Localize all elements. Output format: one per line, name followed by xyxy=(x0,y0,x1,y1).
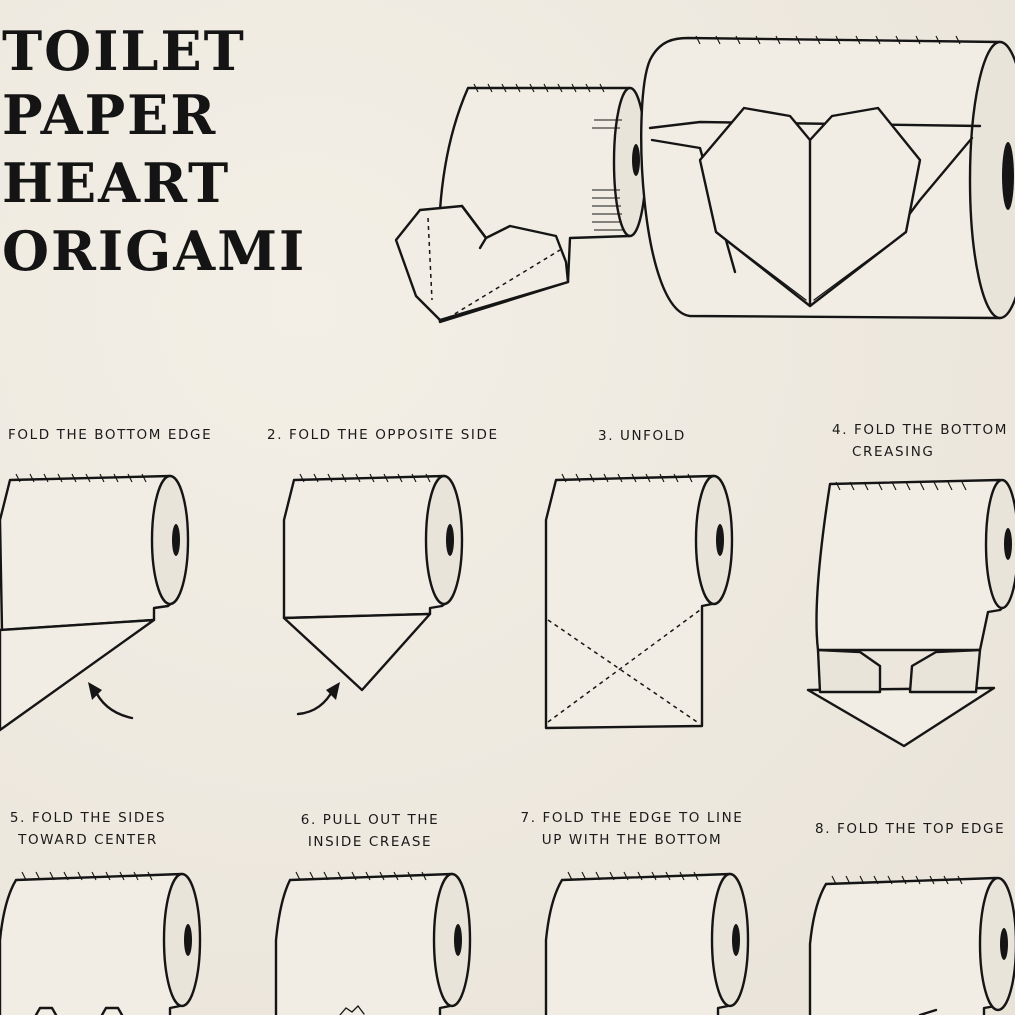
step-3-label: 3. UNFOLD xyxy=(598,425,686,447)
step-5-label-line-2: TOWARD CENTER xyxy=(18,832,158,848)
title-line-4: ORIGAMI xyxy=(2,219,307,283)
step-4-label-line-2: CREASING xyxy=(852,444,935,460)
step-7-label-line-1: 7. FOLD THE EDGE TO LINE xyxy=(520,810,744,826)
step-7-illustration xyxy=(544,871,750,1015)
step-1-label-line-1: FOLD THE BOTTOM EDGE xyxy=(8,427,213,443)
step-5-label-line-1: 5. FOLD THE SIDES xyxy=(9,810,167,826)
step-2-label: 2. FOLD THE OPPOSITE SIDE xyxy=(267,424,499,446)
step-6-illustration xyxy=(274,871,472,1015)
hero-large-roll-illustration xyxy=(640,35,1015,320)
step-8-illustration xyxy=(808,875,1015,1015)
step-4-label: 4. FOLD THE BOTTOM CREASING xyxy=(832,419,1008,463)
title-line-3: HEART xyxy=(2,151,231,215)
step-5-label: 5. FOLD THE SIDES TOWARD CENTER xyxy=(4,807,172,851)
step-4-illustration xyxy=(806,478,1015,748)
title-line-1: TOILET xyxy=(2,19,246,83)
step-8-label-line-1: 8. FOLD THE TOP EDGE xyxy=(815,821,1006,837)
step-3-illustration xyxy=(544,473,734,730)
step-8-label: 8. FOLD THE TOP EDGE xyxy=(815,818,1005,840)
step-1-illustration xyxy=(0,473,190,732)
step-6-label-line-2: INSIDE CREASE xyxy=(307,834,433,850)
step-2-label-line-1: 2. FOLD THE OPPOSITE SIDE xyxy=(267,427,499,443)
step-4-label-line-1: 4. FOLD THE BOTTOM xyxy=(832,422,1008,438)
step-7-label: 7. FOLD THE EDGE TO LINE UP WITH THE BOT… xyxy=(514,807,750,851)
step-6-label-line-1: 6. PULL OUT THE xyxy=(300,812,440,828)
step-7-label-line-2: UP WITH THE BOTTOM xyxy=(541,832,723,848)
hero-small-roll-illustration xyxy=(394,83,648,324)
step-5-illustration xyxy=(0,871,202,1015)
step-1-label: FOLD THE BOTTOM EDGE xyxy=(8,424,212,446)
title-line-2: PAPER xyxy=(2,83,218,147)
step-3-label-line-1: 3. UNFOLD xyxy=(598,428,686,444)
step-2-illustration xyxy=(282,473,464,716)
step-6-label: 6. PULL OUT THE INSIDE CREASE xyxy=(285,809,455,853)
